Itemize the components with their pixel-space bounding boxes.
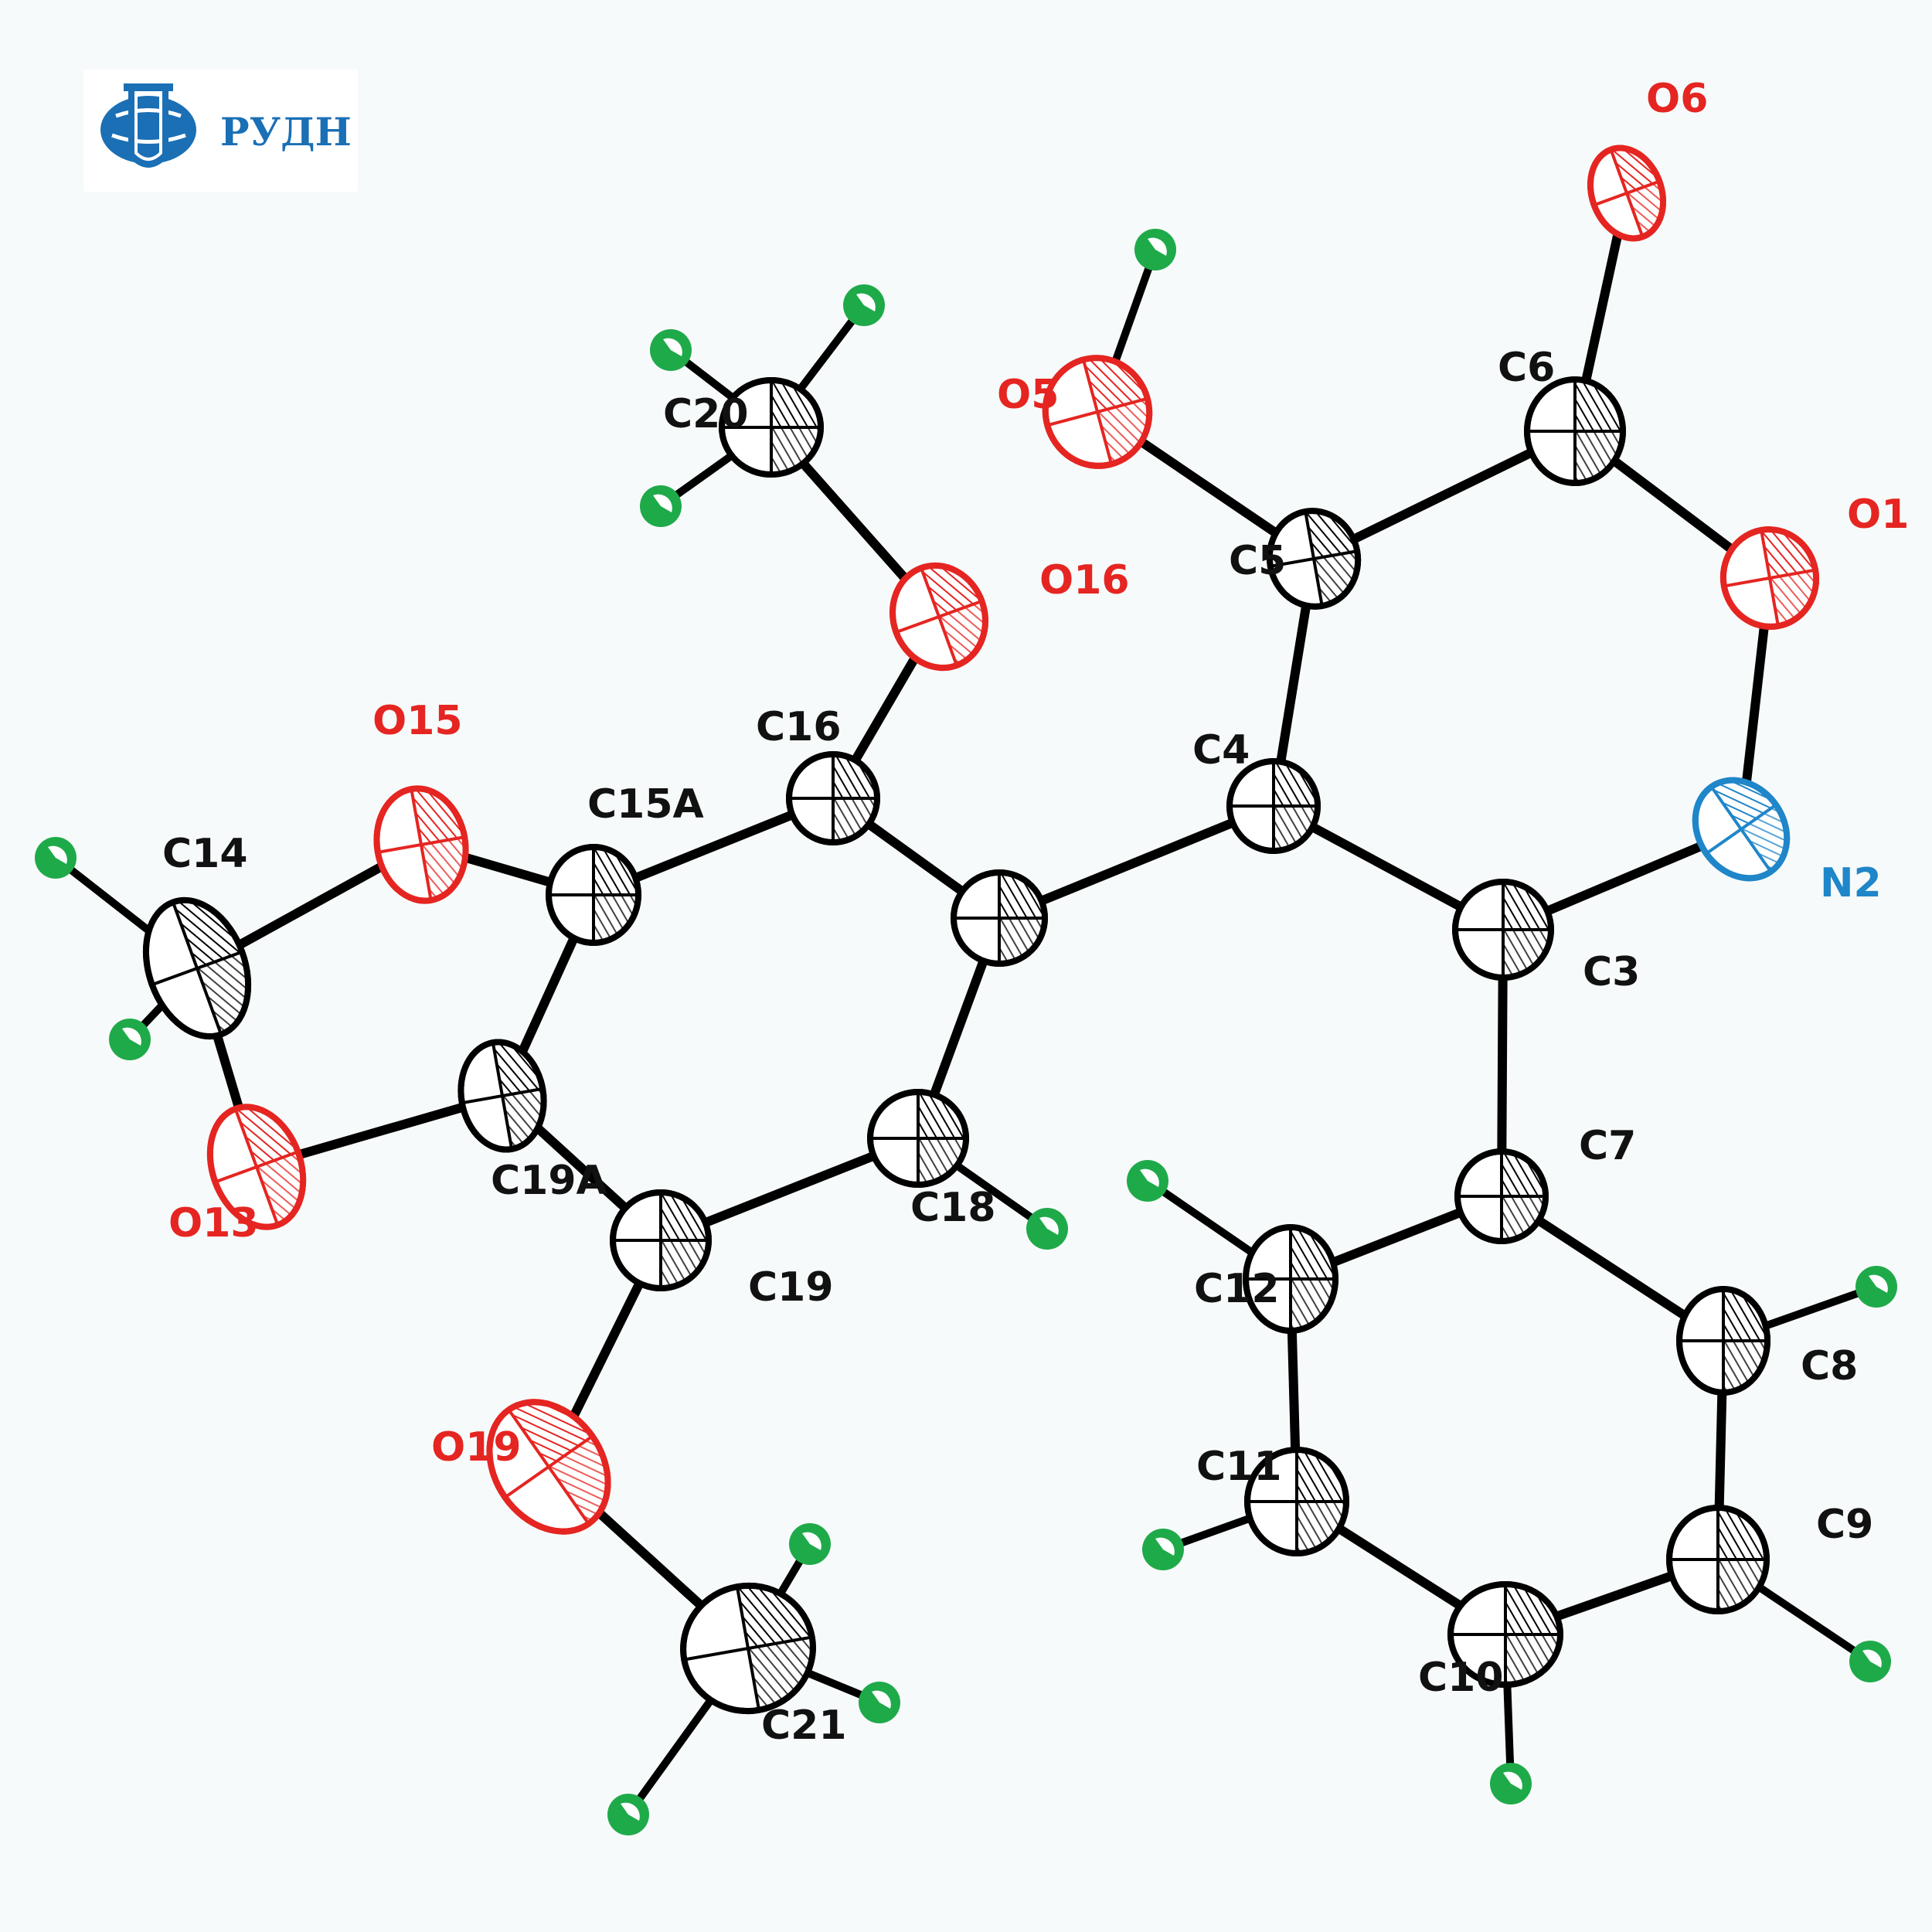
hydrogen-highlight bbox=[663, 338, 682, 356]
hydrogen-highlight bbox=[1869, 1274, 1888, 1293]
atom-label-C3: C3 bbox=[1583, 949, 1640, 995]
hydrogen-highlight bbox=[1140, 1168, 1159, 1187]
atom-C10 bbox=[1447, 1581, 1563, 1688]
atom-label-C5: C5 bbox=[1229, 538, 1286, 584]
atom-O5 bbox=[1042, 355, 1153, 469]
atom-C12 bbox=[1243, 1224, 1338, 1334]
hydrogen-highlight bbox=[872, 1690, 891, 1709]
atom-label-C19: C19 bbox=[748, 1264, 834, 1311]
hydrogen-highlight bbox=[122, 1027, 141, 1046]
atom-label-C20: C20 bbox=[663, 391, 749, 437]
bond-C4-C17 bbox=[995, 801, 1278, 923]
atom-label-N2: N2 bbox=[1820, 860, 1882, 906]
atom-O16 bbox=[889, 562, 988, 672]
globe-icon bbox=[100, 83, 196, 168]
atom-C20 bbox=[719, 377, 824, 478]
atom-label-C4: C4 bbox=[1192, 727, 1250, 774]
hydrogen-highlight bbox=[802, 1532, 821, 1550]
atom-C5 bbox=[1266, 508, 1362, 610]
atom-label-C15A: C15A bbox=[587, 781, 704, 828]
hydrogen-highlight bbox=[1503, 1771, 1522, 1790]
atom-label-C8: C8 bbox=[1801, 1343, 1858, 1389]
atom-label-C9: C9 bbox=[1816, 1502, 1873, 1548]
atom-N2 bbox=[1692, 777, 1791, 882]
hydrogen-highlight bbox=[1862, 1649, 1882, 1668]
atom-label-O6: O6 bbox=[1646, 76, 1708, 122]
atom-label-O15: O15 bbox=[372, 698, 463, 744]
atom-O13 bbox=[206, 1104, 307, 1230]
hydrogen-highlight bbox=[621, 1802, 640, 1821]
atom-C18 bbox=[867, 1089, 969, 1188]
atoms-layer bbox=[142, 145, 1820, 1715]
atom-C4 bbox=[1226, 758, 1321, 854]
atom-label-C18: C18 bbox=[910, 1185, 996, 1231]
atom-C9 bbox=[1666, 1505, 1770, 1614]
atom-O15 bbox=[373, 785, 469, 904]
hydrogen-highlight bbox=[1155, 1537, 1175, 1556]
atom-C15A bbox=[546, 844, 641, 946]
atom-C16 bbox=[786, 751, 880, 845]
atom-C8 bbox=[1676, 1286, 1770, 1396]
atom-label-C19A: C19A bbox=[491, 1158, 607, 1204]
atom-C19A bbox=[457, 1039, 547, 1153]
hydrogen-highlight bbox=[48, 845, 67, 864]
rudn-logo: РУДН bbox=[83, 70, 358, 192]
atom-C7 bbox=[1454, 1148, 1549, 1244]
atom-label-C7: C7 bbox=[1579, 1123, 1636, 1169]
atom-C14 bbox=[142, 896, 252, 1040]
atom-O6 bbox=[1587, 145, 1667, 242]
atom-label-C16: C16 bbox=[756, 704, 842, 750]
atom-label-C14: C14 bbox=[162, 831, 248, 877]
atom-C17 bbox=[951, 869, 1048, 967]
atom-C3 bbox=[1452, 879, 1554, 981]
atom-label-C21: C21 bbox=[761, 1702, 847, 1749]
atom-label-O19: O19 bbox=[431, 1424, 522, 1471]
atom-label-C6: C6 bbox=[1498, 345, 1555, 391]
atom-O1 bbox=[1719, 526, 1820, 630]
atom-label-C12: C12 bbox=[1194, 1266, 1280, 1312]
hydrogen-highlight bbox=[1148, 237, 1167, 256]
logo-text: РУДН bbox=[220, 109, 352, 155]
hydrogen-highlight bbox=[856, 293, 876, 311]
hydrogen-highlight bbox=[1039, 1216, 1059, 1235]
atom-label-O5: O5 bbox=[997, 372, 1059, 418]
atom-O19 bbox=[486, 1399, 611, 1535]
atom-label-O13: O13 bbox=[168, 1200, 259, 1247]
atom-C6 bbox=[1524, 376, 1626, 486]
atom-C19 bbox=[610, 1189, 712, 1291]
atom-label-O1: O1 bbox=[1847, 492, 1909, 538]
atom-C11 bbox=[1244, 1447, 1349, 1556]
atom-label-C10: C10 bbox=[1418, 1655, 1504, 1701]
hydrogen-highlight bbox=[653, 494, 672, 512]
atom-C21 bbox=[680, 1582, 816, 1715]
atom-label-O16: O16 bbox=[1039, 557, 1130, 604]
atom-label-C11: C11 bbox=[1196, 1444, 1282, 1490]
